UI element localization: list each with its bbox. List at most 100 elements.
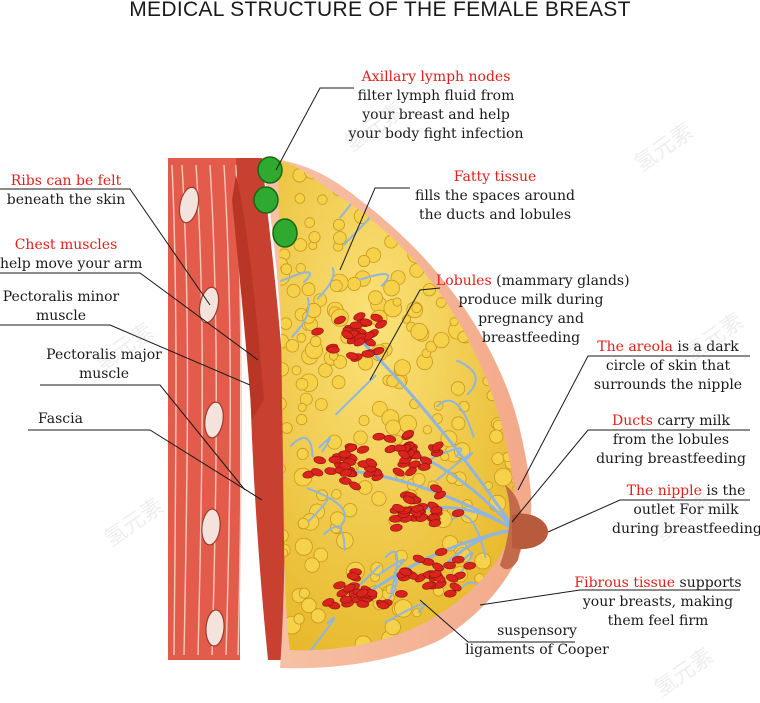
duct-branch (305, 616, 336, 651)
duct-branch (384, 550, 399, 593)
lobule-cluster (322, 568, 408, 610)
fat-cell (491, 452, 505, 466)
fat-cell (331, 375, 346, 390)
duct-branch (436, 399, 475, 438)
fat-cell (291, 365, 302, 376)
fat-cell (314, 398, 328, 411)
fat-cell (444, 640, 454, 650)
duct-branch (376, 558, 405, 577)
fat-cell (357, 254, 371, 268)
fat-cell (310, 608, 326, 624)
fat-cell (383, 204, 393, 214)
fat-cell (474, 552, 492, 570)
fat-cell (433, 331, 450, 349)
fat-cell (431, 226, 443, 238)
fat-cell (280, 263, 293, 276)
duct-branch (358, 273, 390, 287)
fat-cell (383, 279, 400, 297)
fat-cell (286, 283, 301, 298)
fat-cell (304, 217, 316, 228)
fat-cell (371, 491, 387, 507)
fat-cell (296, 332, 307, 343)
fat-cell (332, 218, 345, 231)
fat-cell (301, 282, 316, 297)
duct-branch (278, 271, 311, 284)
fat-cell (341, 160, 355, 172)
fat-cell (313, 293, 328, 307)
fat-cell (376, 199, 396, 219)
fat-cell (473, 246, 486, 259)
breast-anatomy-illustration (0, 87, 750, 669)
fat-cell (285, 339, 300, 353)
fatty-tissue-label: Fatty tissue fills the spaces around the… (414, 169, 576, 223)
fat-cell (347, 276, 362, 291)
fat-cell (294, 193, 306, 204)
fat-cell (390, 192, 401, 203)
fat-cell (505, 376, 515, 388)
fat-cell (317, 194, 328, 205)
fat-cell (449, 317, 459, 327)
fibrous-tissue-label: Fibrous tissue supports your breasts, ma… (574, 575, 742, 629)
fat-cell (296, 447, 309, 460)
duct-branch (372, 178, 387, 212)
fat-cell (450, 381, 466, 396)
lobules-label: Lobules (mammary glands) produce milk du… (436, 273, 630, 346)
fat-cell (296, 413, 308, 426)
lobule-cluster (389, 484, 465, 532)
lobule-cluster (396, 548, 476, 598)
fat-cell (295, 377, 309, 391)
fat-cell (494, 468, 513, 487)
nipple-label: The nipple is the outlet For milk during… (612, 483, 760, 537)
fat-cell (395, 195, 410, 211)
fascia-label: Fascia (38, 411, 83, 427)
duct-branch (306, 487, 346, 529)
fat-cell (353, 430, 368, 445)
fat-cell (304, 557, 320, 573)
fat-cell (297, 402, 307, 412)
chest-muscles-label: Chest muscles help move your arm (0, 237, 143, 272)
fat-cell (365, 247, 382, 263)
fat-cell (293, 238, 308, 252)
fat-cell (294, 537, 313, 556)
fat-cell (451, 416, 466, 431)
fat-cell (466, 225, 477, 236)
fat-cell (422, 425, 433, 435)
ducts-label: Ducts carry milk from the lobules during… (596, 413, 746, 467)
fat-cell (299, 392, 313, 406)
duct-branch (318, 437, 332, 453)
fat-cell (410, 322, 428, 341)
fat-cell (393, 359, 411, 377)
fat-cell (293, 613, 305, 625)
fat-cell (510, 377, 515, 389)
fat-cell (333, 231, 347, 245)
fat-cell (279, 317, 293, 330)
fat-cell (297, 517, 310, 530)
fat-cell (489, 429, 504, 444)
fat-cell (495, 241, 507, 253)
areola-label: The areola is a dark circle of skin that… (593, 339, 743, 393)
fat-cell (358, 414, 370, 426)
lobule-cluster (372, 429, 444, 477)
fat-cell (313, 547, 329, 563)
fat-cell (435, 297, 447, 308)
duct-branch (359, 564, 381, 586)
fat-cell (392, 184, 405, 197)
fat-cell (318, 363, 333, 378)
fat-cell (368, 290, 383, 306)
fat-cell (354, 173, 365, 184)
page-title: MEDICAL STRUCTURE OF THE FEMALE BREAST (129, 0, 631, 21)
fat-cell (308, 231, 321, 244)
axillary-lymph-nodes (253, 156, 298, 248)
duct-branch (291, 297, 310, 338)
duct-branch (316, 267, 335, 300)
fat-cell (437, 242, 448, 254)
fat-cell (306, 302, 322, 319)
fat-cell (510, 572, 515, 589)
fat-cell (298, 587, 310, 599)
fat-cell (301, 597, 317, 614)
fat-cell (512, 482, 515, 494)
ribs-label: Ribs can be felt beneath the skin (6, 173, 126, 208)
fat-cell (474, 243, 484, 253)
fat-cell (295, 262, 306, 274)
fat-cell (281, 422, 293, 434)
